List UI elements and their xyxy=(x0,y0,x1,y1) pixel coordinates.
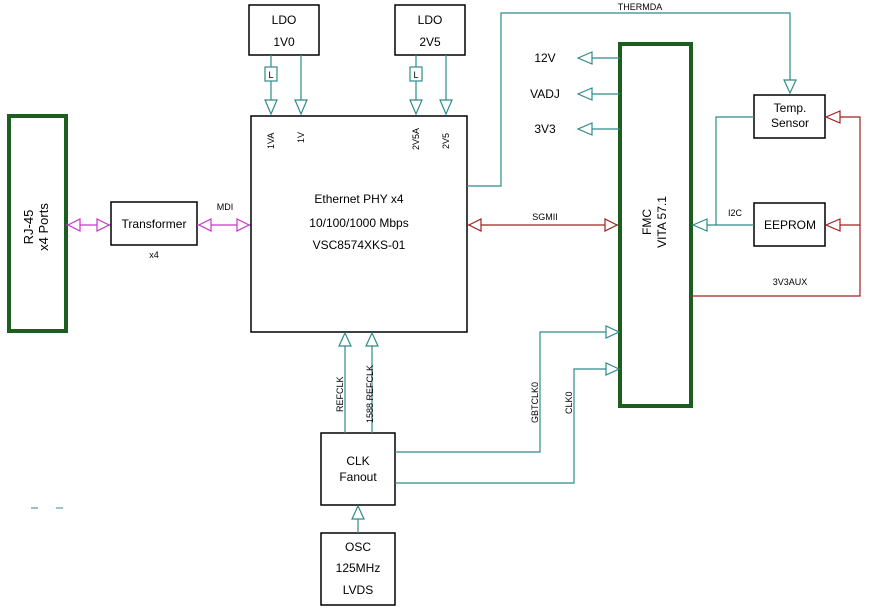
phy-title: Ethernet PHY x4 xyxy=(314,192,403,206)
ldo-1v0-block: LDO 1V0 xyxy=(248,4,320,56)
inductor-2v5-label: L xyxy=(413,70,418,80)
sgmii-label: SGMII xyxy=(532,212,558,222)
clk-fanout-title: CLK xyxy=(346,454,369,468)
pin-1v-label: 1V xyxy=(296,132,306,143)
osc-clk-link xyxy=(351,504,365,533)
ldo-1v0-feeds: L xyxy=(264,55,308,116)
pin-1va-label: 1VA xyxy=(266,133,276,149)
ldo-1v0-title: LDO xyxy=(272,13,297,27)
clk-fanout-block: CLK Fanout xyxy=(320,432,396,506)
fmc-label: FMC xyxy=(640,209,654,235)
fmc-standard-label: VITA 57.1 xyxy=(655,196,669,248)
rail-3v3-label: 3V3 xyxy=(534,122,556,136)
fmc-connector-block: FMC VITA 57.1 xyxy=(618,42,693,408)
i2c-label: I2C xyxy=(728,208,743,218)
thermda-label: THERMDA xyxy=(618,2,663,12)
refclk-1588-label: 1588 REFCLK xyxy=(365,365,375,423)
gbtclk0-link: GBTCLK0 xyxy=(395,325,621,453)
rj45-label: RJ-45 xyxy=(21,210,36,245)
pin-2v5-label: 2V5 xyxy=(441,133,451,149)
clk0-label: CLK0 xyxy=(564,391,574,414)
mdi-link: MDI xyxy=(197,202,251,232)
temp-sensor-title: Temp. xyxy=(774,101,807,115)
temp-sensor-block: Temp. Sensor xyxy=(753,94,826,139)
rj45-block: RJ-45 x4 Ports xyxy=(7,114,68,333)
eeprom-block: EEPROM xyxy=(753,202,826,247)
transformer-block: Transformer x4 xyxy=(110,201,198,260)
aux-label: 3V3AUX xyxy=(773,277,808,287)
eeprom-label: EEPROM xyxy=(764,218,816,232)
clk0-link: CLK0 xyxy=(395,362,621,484)
refclk-label: REFCLK xyxy=(335,376,345,412)
temp-sensor-subtitle: Sensor xyxy=(771,116,809,130)
rail-12v: 12V xyxy=(534,51,620,65)
refclk-link: REFCLK xyxy=(335,331,352,433)
i2c-link: I2C xyxy=(691,116,754,232)
rail-vadj: VADJ xyxy=(530,87,620,101)
ethernet-phy-block: Ethernet PHY x4 10/100/1000 Mbps VSC8574… xyxy=(250,115,468,333)
pin-2v5a-label: 2V5A xyxy=(411,128,421,150)
transformer-count: x4 xyxy=(149,250,159,260)
ldo-2v5-block: LDO 2V5 xyxy=(394,4,466,56)
rj45-transformer-link xyxy=(66,218,111,232)
rail-vadj-label: VADJ xyxy=(530,87,560,101)
gbtclk0-label: GBTCLK0 xyxy=(530,382,540,423)
ldo-2v5-title: LDO xyxy=(418,13,443,27)
osc-block: OSC 125MHz LVDS xyxy=(320,532,396,606)
osc-title: OSC xyxy=(345,540,371,554)
phy-part-number: VSC8574XKS-01 xyxy=(313,238,406,252)
inductor-1v0-label: L xyxy=(268,70,273,80)
rail-3v3: 3V3 xyxy=(534,122,620,136)
rail-12v-label: 12V xyxy=(534,51,555,65)
osc-frequency: 125MHz xyxy=(336,561,381,575)
ldo-2v5-feeds: L xyxy=(409,55,453,116)
transformer-label: Transformer xyxy=(122,217,187,231)
refclk-1588-link: 1588 REFCLK xyxy=(365,331,379,433)
thermda-link: THERMDA xyxy=(467,2,797,187)
mdi-label: MDI xyxy=(217,202,234,212)
osc-standard: LVDS xyxy=(343,583,373,597)
sgmii-link: SGMII xyxy=(467,212,619,232)
phy-speed: 10/100/1000 Mbps xyxy=(309,216,408,230)
ldo-1v0-voltage: 1V0 xyxy=(273,35,295,49)
ldo-2v5-voltage: 2V5 xyxy=(419,35,441,49)
clk-fanout-subtitle: Fanout xyxy=(339,470,377,484)
aux-power-link: 3V3AUX xyxy=(691,110,861,297)
rj45-ports-label: x4 Ports xyxy=(36,203,51,251)
